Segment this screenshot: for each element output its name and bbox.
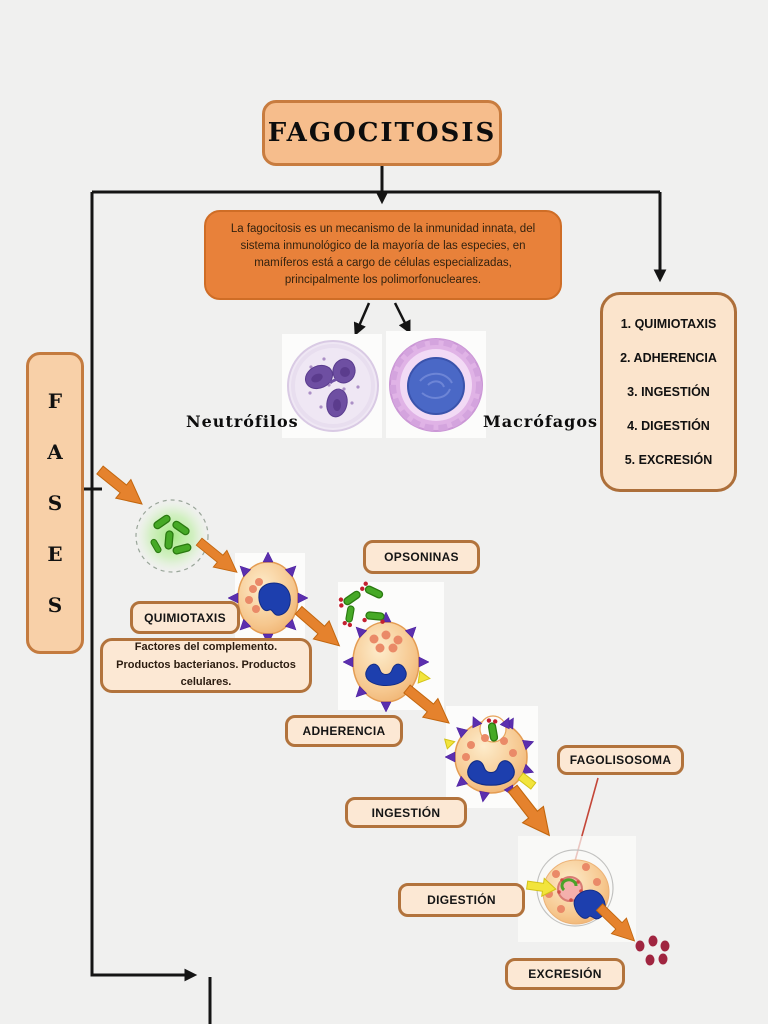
phagocyte-ingestion	[444, 706, 538, 808]
phase-item-5: 5. EXCRESIÓN	[624, 453, 713, 467]
bacteria-cluster	[135, 499, 209, 573]
yellow-arrow	[526, 877, 557, 898]
stage-fagolisosoma-box: FAGOLISOSOMA	[557, 745, 684, 775]
phase-item-3: 3. INGESTIÓN	[627, 385, 710, 399]
fases-box: F A S E S	[26, 352, 84, 654]
black-connector-lines	[84, 166, 667, 1024]
page-title: FAGOCITOSIS	[267, 118, 497, 148]
neutrophil-nucleus-lobes	[304, 358, 356, 418]
stage-quimiotaxis-box: QUIMIOTAXIS	[130, 601, 240, 634]
fases-letter-f: F	[47, 389, 63, 413]
neutrophils-label: Neutrófilos	[186, 412, 299, 431]
phase-item-1: 1. QUIMIOTAXIS	[620, 317, 717, 331]
arrow-to-neutrophil	[353, 302, 371, 336]
excreted-debris	[635, 935, 670, 966]
phagocyte-adherencia	[338, 581, 444, 713]
neutrophil-image	[282, 334, 382, 438]
macrophages-label: Macrófagos	[483, 412, 599, 431]
intro-box: La fagocitosis es un mecanismo de la inm…	[204, 210, 562, 300]
orange-flow-arrows	[96, 465, 636, 942]
stage-adherencia-box: ADHERENCIA	[285, 715, 403, 747]
phase-item-2: 2. ADHERENCIA	[620, 351, 717, 365]
phases-list-panel: 1. QUIMIOTAXIS 2. ADHERENCIA 3. INGESTIÓ…	[600, 292, 737, 492]
opsonized-bacteria	[338, 581, 385, 628]
phase-item-4: 4. DIGESTIÓN	[627, 419, 710, 433]
stage-ingestion-box: INGESTIÓN	[345, 797, 467, 828]
intro-text: La fagocitosis es un mecanismo de la inm…	[230, 222, 536, 287]
fases-letter-s2: S	[47, 593, 63, 617]
fases-letter-e: E	[47, 542, 63, 566]
quimiotaxis-factors-box: Factores del complemento. Productos bact…	[100, 638, 312, 693]
arrow-to-macrophage	[393, 302, 411, 334]
fases-letter-s1: S	[47, 491, 63, 515]
engulfed-bacterium	[486, 718, 499, 742]
stage-excrecion-box: EXCRESIÓN	[505, 958, 625, 990]
enzyme-fragments	[417, 670, 557, 898]
macrophage-image	[386, 331, 486, 438]
title-box: FAGOCITOSIS	[262, 100, 502, 166]
stage-opsoninas-box: OPSONINAS	[363, 540, 480, 574]
fases-letter-a: A	[47, 440, 63, 464]
phagolysosome	[557, 876, 583, 902]
stage-digestion-box: DIGESTIÓN	[398, 883, 525, 917]
phagocyte-quimiotaxis	[227, 551, 309, 645]
